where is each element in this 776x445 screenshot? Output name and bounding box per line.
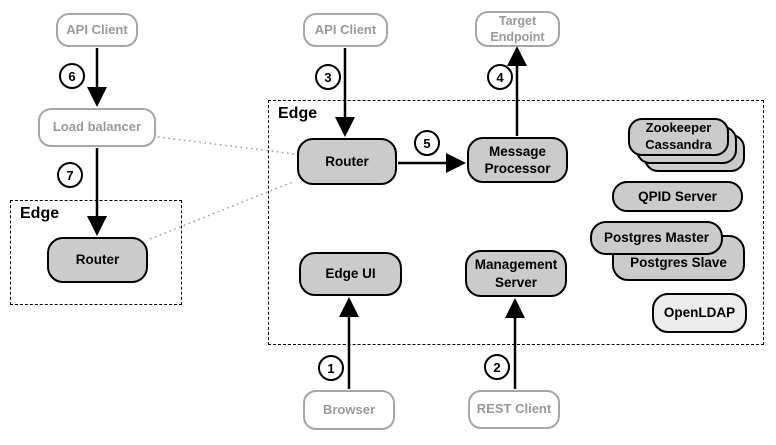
node-zookeeper-cassandra: Zookeeper Cassandra: [628, 118, 729, 156]
node-label: OpenLDAP: [663, 305, 736, 321]
node-api-client-left: API Client: [56, 13, 138, 47]
node-label: Browser: [322, 401, 376, 417]
node-label: Postgres Slave: [630, 254, 727, 270]
node-label: QPID Server: [638, 188, 717, 204]
node-management-server: Management Server: [465, 250, 567, 297]
node-label-line1: Management: [474, 257, 558, 273]
node-router-left: Router: [47, 237, 148, 283]
node-router-main: Router: [297, 138, 397, 185]
step-badge-5: 5: [414, 130, 440, 156]
node-label-line1: Message: [488, 143, 547, 159]
node-label: Edge UI: [325, 266, 376, 282]
step-badge-7: 7: [57, 162, 83, 188]
node-label-line2: Endpoint: [490, 30, 545, 44]
node-label-line2: Processor: [484, 161, 551, 176]
node-postgres-master: Postgres Master: [590, 221, 723, 255]
group-edge-left-label: Edge: [20, 205, 60, 222]
node-edge-ui: Edge UI: [299, 252, 402, 296]
node-rest-client: REST Client: [468, 390, 560, 429]
node-label: Postgres Master: [603, 230, 710, 246]
group-edge-main-label: Edge: [278, 105, 318, 122]
node-label: REST Client: [476, 401, 552, 417]
node-label: API Client: [66, 21, 128, 37]
node-label: Load balancer: [52, 119, 142, 135]
node-browser: Browser: [303, 390, 395, 430]
step-badge-6: 6: [59, 63, 85, 89]
node-label-line2: Cassandra: [645, 137, 712, 152]
node-message-processor: Message Processor: [467, 137, 568, 183]
node-label-line2: Server: [494, 274, 538, 290]
step-badge-3: 3: [315, 64, 341, 90]
step-badge-2: 2: [484, 354, 510, 380]
node-label-line1: Zookeeper: [645, 120, 712, 136]
node-label: Router: [75, 252, 120, 268]
node-api-client-top: API Client: [303, 13, 388, 47]
step-badge-4: 4: [487, 64, 513, 90]
node-qpid-server: QPID Server: [612, 181, 743, 212]
node-label-line1: Target: [498, 14, 537, 28]
node-load-balancer: Load balancer: [38, 108, 156, 147]
node-target-endpoint: Target Endpoint: [475, 11, 560, 47]
node-label: Router: [325, 153, 369, 169]
node-label: API Client: [314, 21, 377, 37]
step-badge-1: 1: [318, 355, 344, 381]
node-openldap: OpenLDAP: [652, 293, 747, 333]
